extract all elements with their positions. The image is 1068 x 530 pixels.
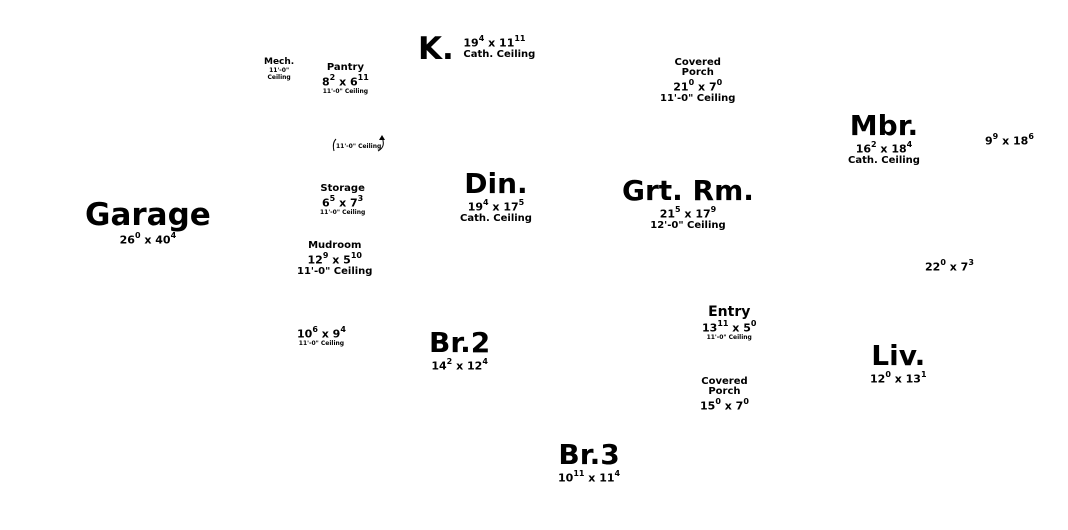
room-name: Garage <box>85 197 211 233</box>
room-name: Porch <box>681 67 714 78</box>
room-ceiling: 11'-0" Ceiling <box>660 92 736 104</box>
room-entry: Entry 1311 x 50 11'-0" Ceiling <box>702 305 756 341</box>
room-living: Liv. 120 x 131 <box>870 342 927 385</box>
room-name: Mbr. <box>849 109 919 142</box>
ceiling-arrow <box>332 135 385 152</box>
room-kitchen: K. 194 x 1111 Cath. Ceiling <box>418 34 535 65</box>
room-br2: Br.2 142 x 124 <box>429 329 490 372</box>
room-dimensions: 65 x 73 <box>322 194 364 210</box>
room-dimensions: 82 x 611 <box>322 73 369 89</box>
room-ceiling: Cath. Ceiling <box>463 48 536 60</box>
room-dimensions: 260 x 404 <box>119 231 177 247</box>
room-ceiling: 11'-0" Ceiling <box>322 87 369 95</box>
room-ceiling: 11'-0" Ceiling <box>706 333 752 341</box>
room-dimensions: 1011 x 114 <box>558 469 621 485</box>
room-name: Liv. <box>871 339 926 372</box>
room-garage: Garage 260 x 404 <box>85 200 211 246</box>
room-ceiling: Cath. Ceiling <box>460 212 532 224</box>
room-name: K. <box>418 31 454 67</box>
room-dimensions: 162 x 184 <box>855 140 913 156</box>
room-dimensions: 129 x 510 <box>307 251 362 267</box>
room-storage: Storage 65 x 73 11'-0" Ceiling <box>320 184 365 216</box>
room-info: 194 x 1111 Cath. Ceiling <box>463 34 535 60</box>
room-pantry: Pantry 82 x 611 11'-0" Ceiling <box>322 63 369 95</box>
room-ceiling: Ceiling <box>267 74 291 81</box>
room-covered-porch-bottom: Covered Porch 150 x 70 <box>700 377 749 412</box>
room-covered-porch-top: Covered Porch 210 x 70 11'-0" Ceiling <box>660 58 735 104</box>
room-dimensions: 142 x 124 <box>431 357 488 373</box>
room-ceiling: 11'-0" <box>269 67 290 74</box>
room-name: Pantry <box>326 62 364 73</box>
room-dimensions: 150 x 70 <box>700 397 749 413</box>
room-name: Mudroom <box>308 240 362 251</box>
room-ceiling: 11'-0" Ceiling <box>336 143 382 150</box>
room-master-closet: 99 x 186 <box>985 132 1034 147</box>
room-dimensions: 220 x 73 <box>925 258 974 274</box>
room-name: Br.2 <box>429 326 491 359</box>
room-dimensions: 194 x 1111 <box>463 34 526 50</box>
room-name: Covered <box>701 376 748 387</box>
room-name: Covered <box>674 57 721 68</box>
room-mech: Mech. 11'-0" Ceiling <box>264 58 294 81</box>
room-name: Grt. Rm. <box>622 174 754 207</box>
room-name: Porch <box>708 386 741 397</box>
room-great-room: Grt. Rm. 215 x 179 12'-0" Ceiling <box>622 177 754 231</box>
room-ceiling: 11'-0" Ceiling <box>298 339 345 347</box>
room-dimensions: 215 x 179 <box>659 205 717 221</box>
room-dining: Din. 194 x 175 Cath. Ceiling <box>460 170 532 224</box>
room-master-bedroom: Mbr. 162 x 184 Cath. Ceiling <box>848 112 920 166</box>
room-dimensions: 194 x 175 <box>467 198 525 214</box>
room-dimensions: 106 x 94 <box>297 325 346 341</box>
room-name: Mech. <box>264 57 295 67</box>
room-dimensions: 210 x 70 <box>673 78 723 94</box>
room-hall-right: 220 x 73 <box>925 258 974 273</box>
room-mudroom: Mudroom 129 x 510 11'-0" Ceiling <box>297 241 372 277</box>
room-dimensions: 120 x 131 <box>870 370 927 386</box>
room-name: Din. <box>464 167 528 200</box>
room-ceiling: 11'-0" Ceiling <box>297 265 373 277</box>
room-name: Entry <box>708 304 751 320</box>
room-dimensions: 99 x 186 <box>985 132 1034 148</box>
room-name: Br.3 <box>558 438 620 471</box>
room-br3: Br.3 1011 x 114 <box>558 441 620 484</box>
room-name: Storage <box>320 183 365 194</box>
hall-ceiling-note: 11'-0" Ceiling <box>336 143 381 150</box>
room-ceiling: Cath. Ceiling <box>848 154 920 166</box>
room-ceiling: 11'-0" Ceiling <box>320 208 366 216</box>
room-ceiling: 12'-0" Ceiling <box>650 219 726 231</box>
room-closet: 106 x 94 11'-0" Ceiling <box>297 325 346 347</box>
room-dimensions: 1311 x 50 <box>702 319 757 335</box>
